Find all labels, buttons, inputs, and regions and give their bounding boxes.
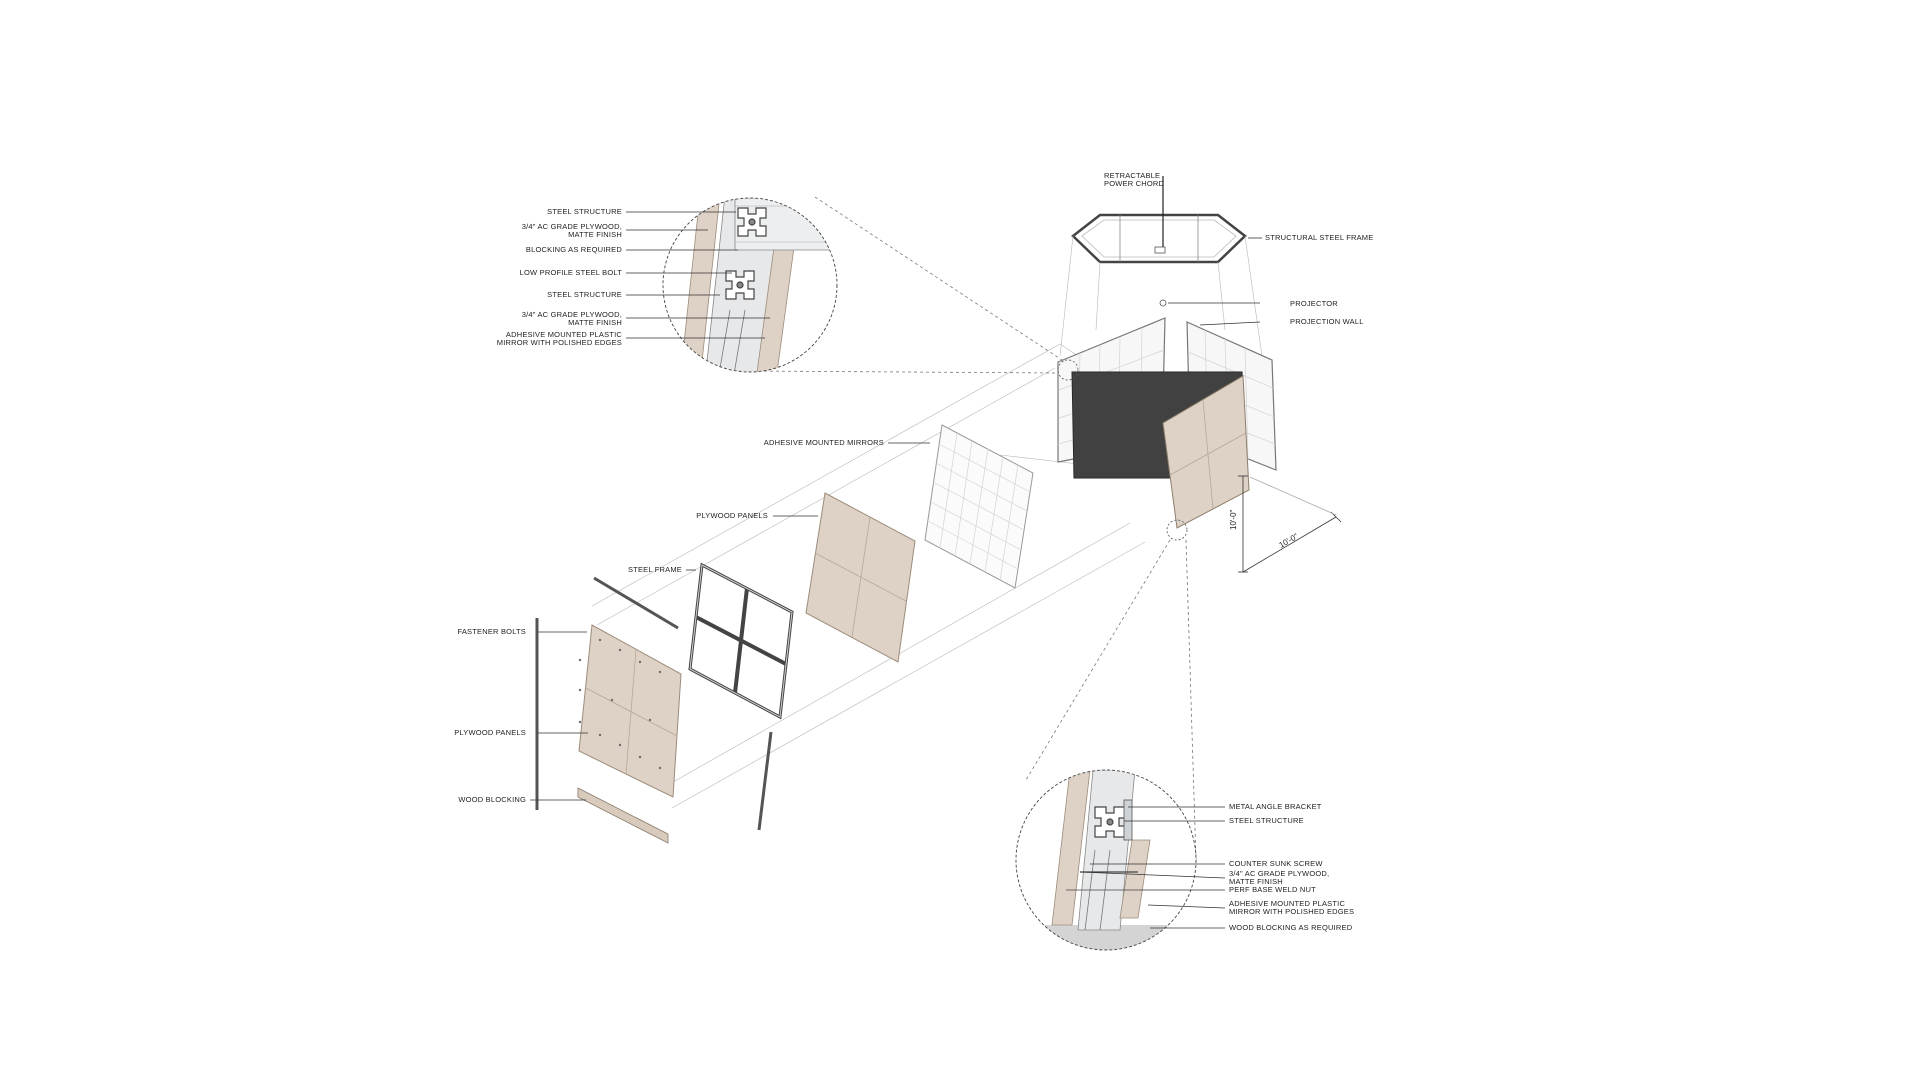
plywood-panel-lower xyxy=(578,624,682,798)
label-bolt: LOW PROFILE STEEL BOLT xyxy=(520,268,623,277)
exploded-leaders xyxy=(530,442,930,801)
bottom-detail-leaders xyxy=(1079,806,1226,929)
label-steel-structure-1: STEEL STRUCTURE xyxy=(547,207,622,216)
mirror-grid-panel xyxy=(924,424,1034,589)
label-mirror-line1: ADHESIVE MOUNTED PLASTIC xyxy=(506,330,622,339)
label-power-line1: RETRACTABLE xyxy=(1104,171,1160,180)
fastener-bolts xyxy=(535,576,773,831)
label-mirror-line2: MIRROR WITH POLISHED EDGES xyxy=(497,338,622,347)
bottom-detail-callout xyxy=(1166,519,1188,541)
label-plywood-bottom-line2: MATTE FINISH xyxy=(1229,877,1283,886)
structural-steel-frame xyxy=(1071,176,1247,264)
bottom-detail-labels: METAL ANGLE BRACKET STEEL STRUCTURE COUN… xyxy=(1229,802,1354,932)
plywood-panel-upper xyxy=(805,492,916,663)
frame-guide-lines xyxy=(1059,235,1263,357)
label-plywood-bottom-line1: 3/4" AC GRADE PLYWOOD, xyxy=(1229,869,1329,878)
label-screw: COUNTER SUNK SCREW xyxy=(1229,859,1323,868)
wood-blocking-bar xyxy=(577,787,669,844)
label-plywood-1-line1: 3/4" AC GRADE PLYWOOD, xyxy=(522,222,622,231)
label-mirrors: ADHESIVE MOUNTED MIRRORS xyxy=(764,438,884,447)
label-mirror-bottom-line1: ADHESIVE MOUNTED PLASTIC xyxy=(1229,899,1345,908)
label-projector: PROJECTOR xyxy=(1290,299,1338,308)
label-steel-frame: STEEL FRAME xyxy=(628,565,682,574)
top-detail-callout xyxy=(1057,359,1079,381)
top-detail-circle xyxy=(662,197,838,373)
exploded-labels: ADHESIVE MOUNTED MIRRORS PLYWOOD PANELS … xyxy=(454,438,884,804)
label-projection-wall: PROJECTION WALL xyxy=(1290,317,1364,326)
label-plywood-2-line2: MATTE FINISH xyxy=(568,318,622,327)
label-plywood-panels-upper: PLYWOOD PANELS xyxy=(696,511,768,520)
assembly-labels: RETRACTABLE POWER CHORD STRUCTURAL STEEL… xyxy=(1104,171,1373,326)
label-weld-nut: PERF BASE WELD NUT xyxy=(1229,885,1316,894)
dimension-width: 10'-0" xyxy=(1278,532,1300,550)
top-detail-leaders xyxy=(626,211,770,339)
top-detail-labels: STEEL STRUCTURE 3/4" AC GRADE PLYWOOD, M… xyxy=(497,207,623,347)
label-frame: STRUCTURAL STEEL FRAME xyxy=(1265,233,1373,242)
label-plywood-panels-lower: PLYWOOD PANELS xyxy=(454,728,526,737)
label-mirror-bottom-line2: MIRROR WITH POLISHED EDGES xyxy=(1229,907,1354,916)
label-plywood-2-line1: 3/4" AC GRADE PLYWOOD, xyxy=(522,310,622,319)
label-steel-structure-2: STEEL STRUCTURE xyxy=(547,290,622,299)
label-steel-structure-bottom: STEEL STRUCTURE xyxy=(1229,816,1304,825)
assembly-leaders xyxy=(1168,237,1262,326)
label-plywood-1-line2: MATTE FINISH xyxy=(568,230,622,239)
bottom-detail-circle xyxy=(1015,769,1197,951)
front-plywood-panel xyxy=(1162,375,1250,529)
label-bracket: METAL ANGLE BRACKET xyxy=(1229,802,1322,811)
label-wood-blocking: WOOD BLOCKING xyxy=(458,795,526,804)
steel-frame-panel xyxy=(688,562,794,720)
projector-icon xyxy=(1159,299,1167,307)
dimension-height: 10'-0" xyxy=(1229,509,1238,530)
dimension-lines xyxy=(1238,475,1342,573)
label-power-line2: POWER CHORD xyxy=(1104,179,1165,188)
label-fastener-bolts: FASTENER BOLTS xyxy=(457,627,526,636)
label-wood-blocking-bottom: WOOD BLOCKING AS REQUIRED xyxy=(1229,923,1353,932)
label-blocking: BLOCKING AS REQUIRED xyxy=(526,245,622,254)
